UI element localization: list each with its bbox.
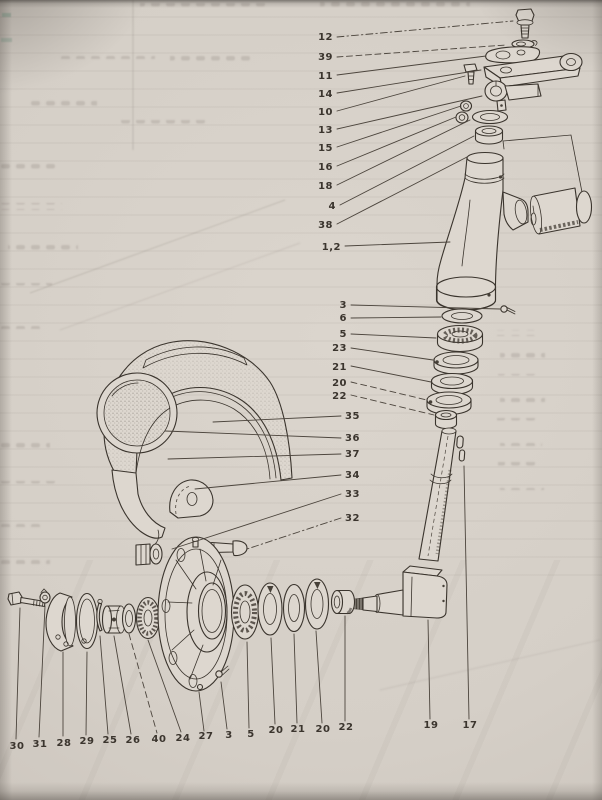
- callout-22b: 22: [339, 722, 354, 733]
- part-36-disc: [96, 372, 178, 454]
- callout-4: 4: [329, 201, 336, 212]
- callout-14: 14: [318, 89, 333, 100]
- callout-18: 18: [318, 181, 333, 192]
- part-4-bushing: [474, 125, 504, 145]
- callout-36: 36: [345, 433, 360, 444]
- part-17-woodruff-keys: [456, 435, 466, 462]
- part-34-bracket: [111, 469, 214, 546]
- part-20-ring-upper: [426, 391, 472, 416]
- part-13-clamp-arm: [484, 80, 542, 112]
- callout-37: 37: [345, 449, 360, 460]
- callout-5: 5: [340, 329, 347, 340]
- part-6-seal-ring: [441, 308, 483, 324]
- callout-6: 6: [340, 313, 347, 324]
- callout-38: 38: [318, 220, 333, 231]
- callout-labels-upper: 12 39 11 14 10 13 15 16 18 4 38 1,2: [318, 32, 341, 253]
- callout-3: 3: [340, 300, 347, 311]
- part-15-washer: [459, 100, 473, 112]
- part-19-steering-knuckle: [349, 565, 448, 619]
- callout-13: 13: [318, 125, 333, 136]
- callout-19: 19: [424, 720, 439, 731]
- callout-16: 16: [318, 162, 333, 173]
- part-1-2-axle-housing: [435, 134, 593, 311]
- callout-17: 17: [463, 720, 478, 731]
- callout-21: 21: [332, 362, 347, 373]
- part-30-bolt: [7, 591, 46, 608]
- part-29-gasket: [75, 592, 99, 650]
- part-21-ring-lower: [282, 583, 306, 633]
- part-16-washer: [455, 111, 469, 124]
- callout-1-2: 1,2: [322, 242, 341, 253]
- callout-10: 10: [318, 107, 333, 118]
- callout-40: 40: [152, 734, 167, 745]
- part-5-thrust-bearing-upper: [436, 324, 484, 353]
- callout-labels-middle: 3 6 5 23 21 20 22: [332, 300, 347, 402]
- callout-28: 28: [57, 738, 72, 749]
- callout-15: 15: [318, 143, 333, 154]
- part-28-hub-cap: [45, 592, 76, 652]
- callout-32: 32: [345, 513, 360, 524]
- part-22-bushing-lower: [330, 589, 356, 615]
- part-27-wheel-hub: [157, 536, 235, 692]
- callout-21b: 21: [291, 724, 306, 735]
- callout-22: 22: [332, 391, 347, 402]
- part-5-ball-bearing-lower: [230, 584, 260, 640]
- callout-34: 34: [345, 470, 360, 481]
- part-33-spacer: [135, 543, 163, 566]
- callout-31: 31: [33, 739, 48, 750]
- part-22-bushing-upper: [434, 409, 458, 430]
- bleedthrough-ghost-text: [0, 0, 601, 691]
- callout-29: 29: [80, 736, 95, 747]
- callout-33: 33: [345, 489, 360, 500]
- part-10-bolt: [463, 63, 478, 85]
- part-21-ring-upper: [430, 372, 474, 396]
- part-20-ring-lower-a: [257, 582, 283, 636]
- callout-11: 11: [318, 71, 333, 82]
- callout-27: 27: [199, 731, 214, 742]
- part-20-ring-lower-b: [304, 578, 330, 630]
- part-18-seal-washer: [471, 109, 509, 125]
- part-3-screw-lower: [215, 665, 230, 678]
- leader-lines-bottom: [15, 465, 470, 740]
- callout-25: 25: [103, 735, 118, 746]
- part-3-screw-upper: [500, 305, 516, 315]
- callout-35: 35: [345, 411, 360, 422]
- callout-3b: 3: [225, 730, 232, 741]
- callout-23: 23: [332, 343, 347, 354]
- callout-26: 26: [126, 735, 141, 746]
- leader-lines-upper: [336, 20, 514, 247]
- callout-20c: 20: [316, 724, 331, 735]
- part-25-split-pin: [96, 598, 103, 632]
- part-37-liner: [135, 407, 171, 474]
- callout-5b: 5: [247, 729, 254, 740]
- part-14-steering-arm: [483, 52, 583, 88]
- callout-labels-bottom: 30 31 28 29 25 26 40 24 27 3 5 20 21 20 …: [10, 720, 478, 752]
- callout-24: 24: [176, 733, 191, 744]
- leader-lines-fender: [164, 415, 342, 550]
- part-31-lock-washer: [39, 588, 51, 604]
- callout-39: 39: [318, 52, 333, 63]
- kingpin-shaft: [418, 427, 457, 562]
- callout-20: 20: [332, 378, 347, 389]
- part-23-ring: [433, 351, 479, 375]
- leader-lines-middle: [350, 304, 501, 416]
- part-24-roller-bearing: [135, 596, 161, 640]
- callout-12: 12: [318, 32, 333, 43]
- callout-labels-fender: 35 36 37 34 33 32: [345, 411, 360, 524]
- callout-20b: 20: [269, 725, 284, 736]
- part-12-hex-bolt: [515, 8, 535, 39]
- part-39-tab-washer: [511, 39, 538, 49]
- callout-30: 30: [10, 741, 25, 752]
- part-40-washer: [121, 603, 137, 634]
